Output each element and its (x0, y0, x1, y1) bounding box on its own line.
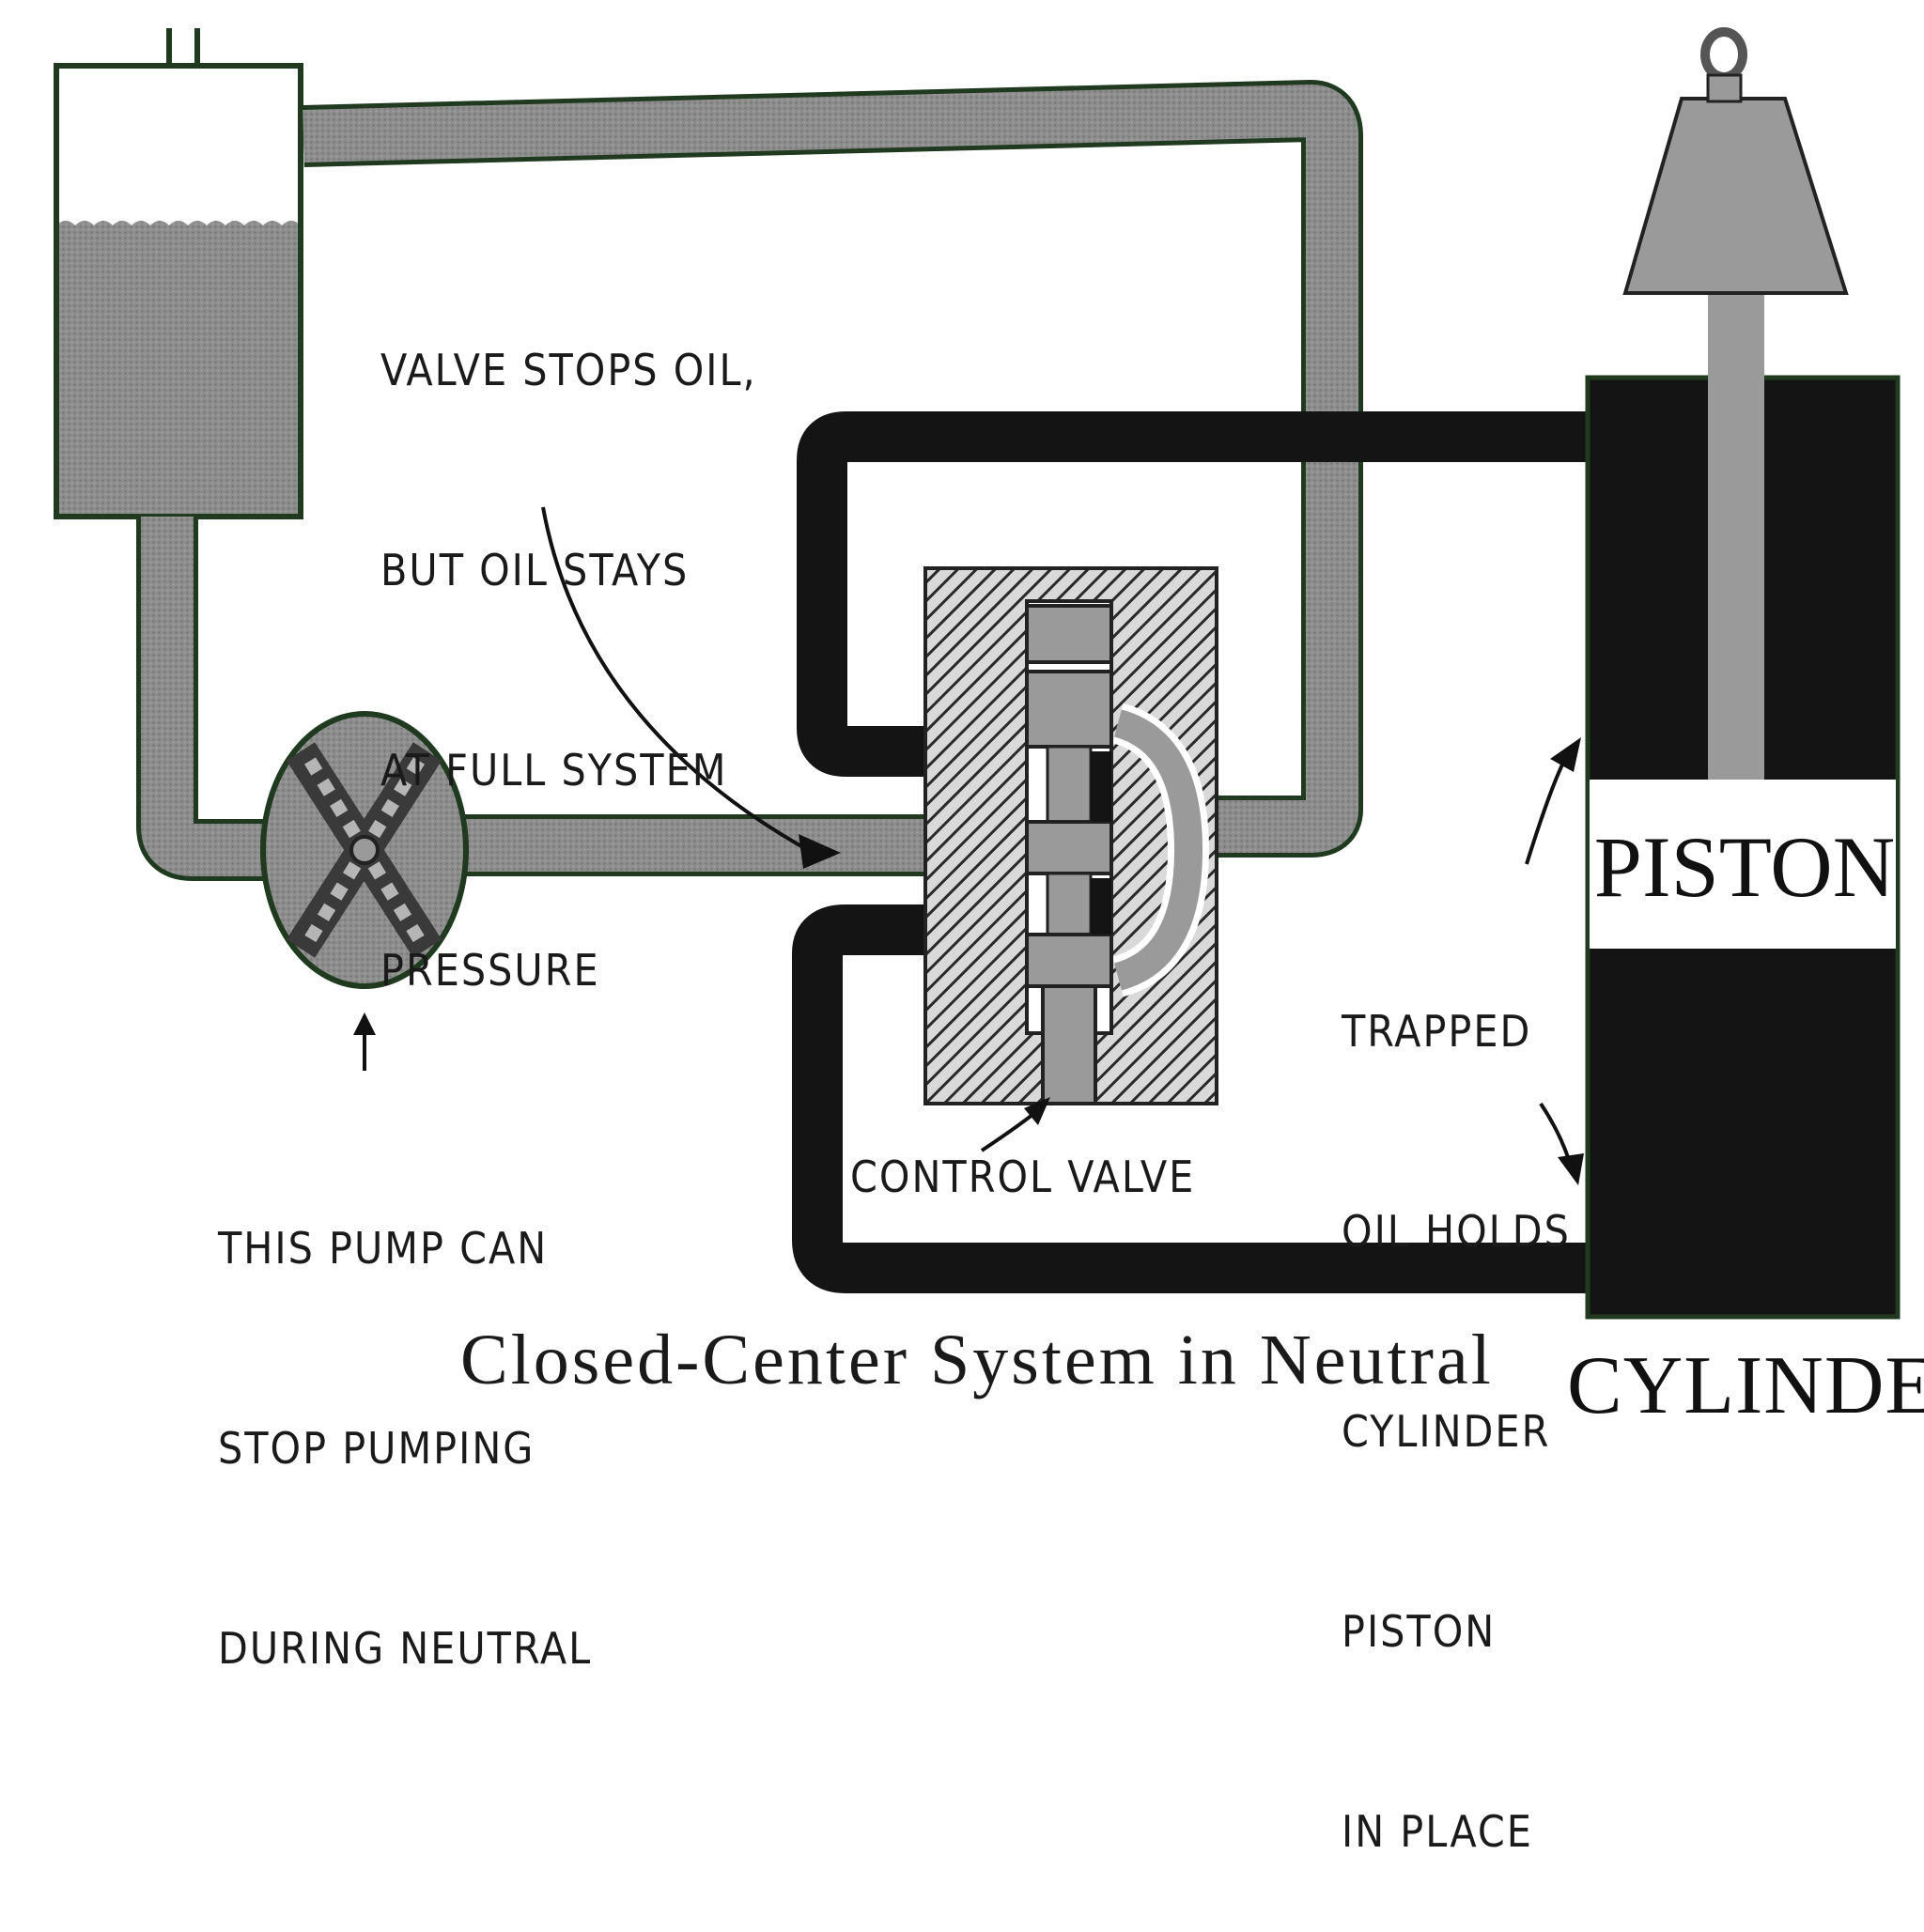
piston-rod (1708, 291, 1764, 780)
cylinder-label: CYLINDER (1567, 1340, 1924, 1431)
valve-stops-oil-label: VALVE STOPS OIL, BUT OIL STAYS AT FULL S… (380, 345, 757, 996)
trapped-note-arrow-upper (1525, 737, 1581, 865)
load-weight-icon (1622, 27, 1849, 295)
valve-note-arrow (541, 506, 841, 869)
cylinder (1585, 291, 1901, 1320)
control-valve-arrow (980, 1097, 1050, 1152)
pump-note-arrow (353, 1012, 376, 1071)
control-valve-label: CONTROL VALVE (850, 1151, 1196, 1202)
valve-spool (1025, 604, 1113, 1105)
trapped-oil-line-upper (797, 411, 1597, 777)
hydraulic-diagram (54, 27, 1901, 1320)
pump-note-label: THIS PUMP CAN STOP PUMPING DURING NEUTRA… (218, 1223, 593, 1674)
trapped-note-arrow-lower (1539, 1102, 1584, 1185)
diagram-caption: Closed-Center System in Neutral (460, 1321, 1494, 1399)
return-line (303, 80, 1363, 858)
control-valve (923, 566, 1218, 1105)
piston (1590, 780, 1896, 949)
trapped-oil-line-lower (792, 904, 1597, 1293)
suction-line (136, 517, 272, 881)
piston-label: PISTON (1593, 819, 1896, 915)
pump (260, 711, 469, 989)
reservoir-tank (54, 28, 303, 519)
